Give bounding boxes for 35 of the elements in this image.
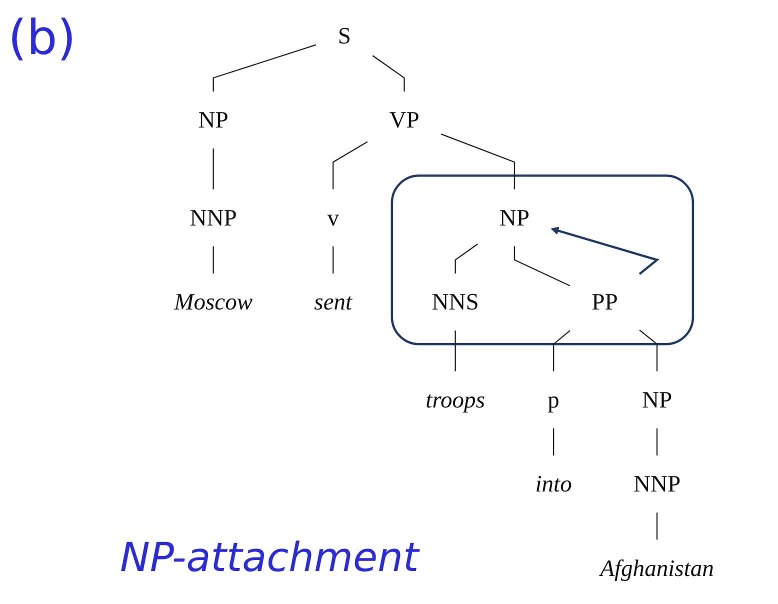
- connector: [212, 44, 316, 92]
- connector: [514, 246, 570, 286]
- connector: [454, 330, 456, 372]
- node-text: NP: [499, 204, 530, 231]
- node-text: NNP: [190, 204, 237, 231]
- arrow: [550, 226, 660, 275]
- connector: [454, 244, 478, 274]
- connector: [212, 148, 214, 190]
- node-text: v: [327, 204, 340, 231]
- panel-label: (b): [8, 10, 76, 66]
- node-text: NP: [198, 106, 228, 134]
- node-text: p: [548, 386, 560, 413]
- connector: [656, 428, 658, 456]
- node-text: sent: [314, 288, 352, 316]
- node-text: NNS: [432, 288, 479, 316]
- connector: [552, 428, 554, 456]
- connector: [372, 55, 405, 92]
- connector: [332, 246, 334, 274]
- node-text: VP: [389, 106, 420, 134]
- cluster: [390, 174, 694, 346]
- node-text: into: [535, 470, 572, 498]
- node-text: Afghanistan: [600, 555, 714, 582]
- connector: [332, 141, 368, 190]
- node-text: NP: [642, 386, 672, 413]
- connector: [552, 330, 570, 372]
- connector: [212, 246, 214, 274]
- node-text: NNP: [633, 470, 681, 498]
- node-text: Moscow: [174, 288, 253, 316]
- node-text: PP: [592, 288, 618, 316]
- connector: [656, 512, 658, 540]
- connector: [639, 330, 658, 372]
- node-text: S: [338, 22, 351, 49]
- caption-text: NP-attachment: [120, 535, 419, 581]
- node-text: troops: [426, 386, 485, 413]
- connector: [440, 134, 516, 190]
